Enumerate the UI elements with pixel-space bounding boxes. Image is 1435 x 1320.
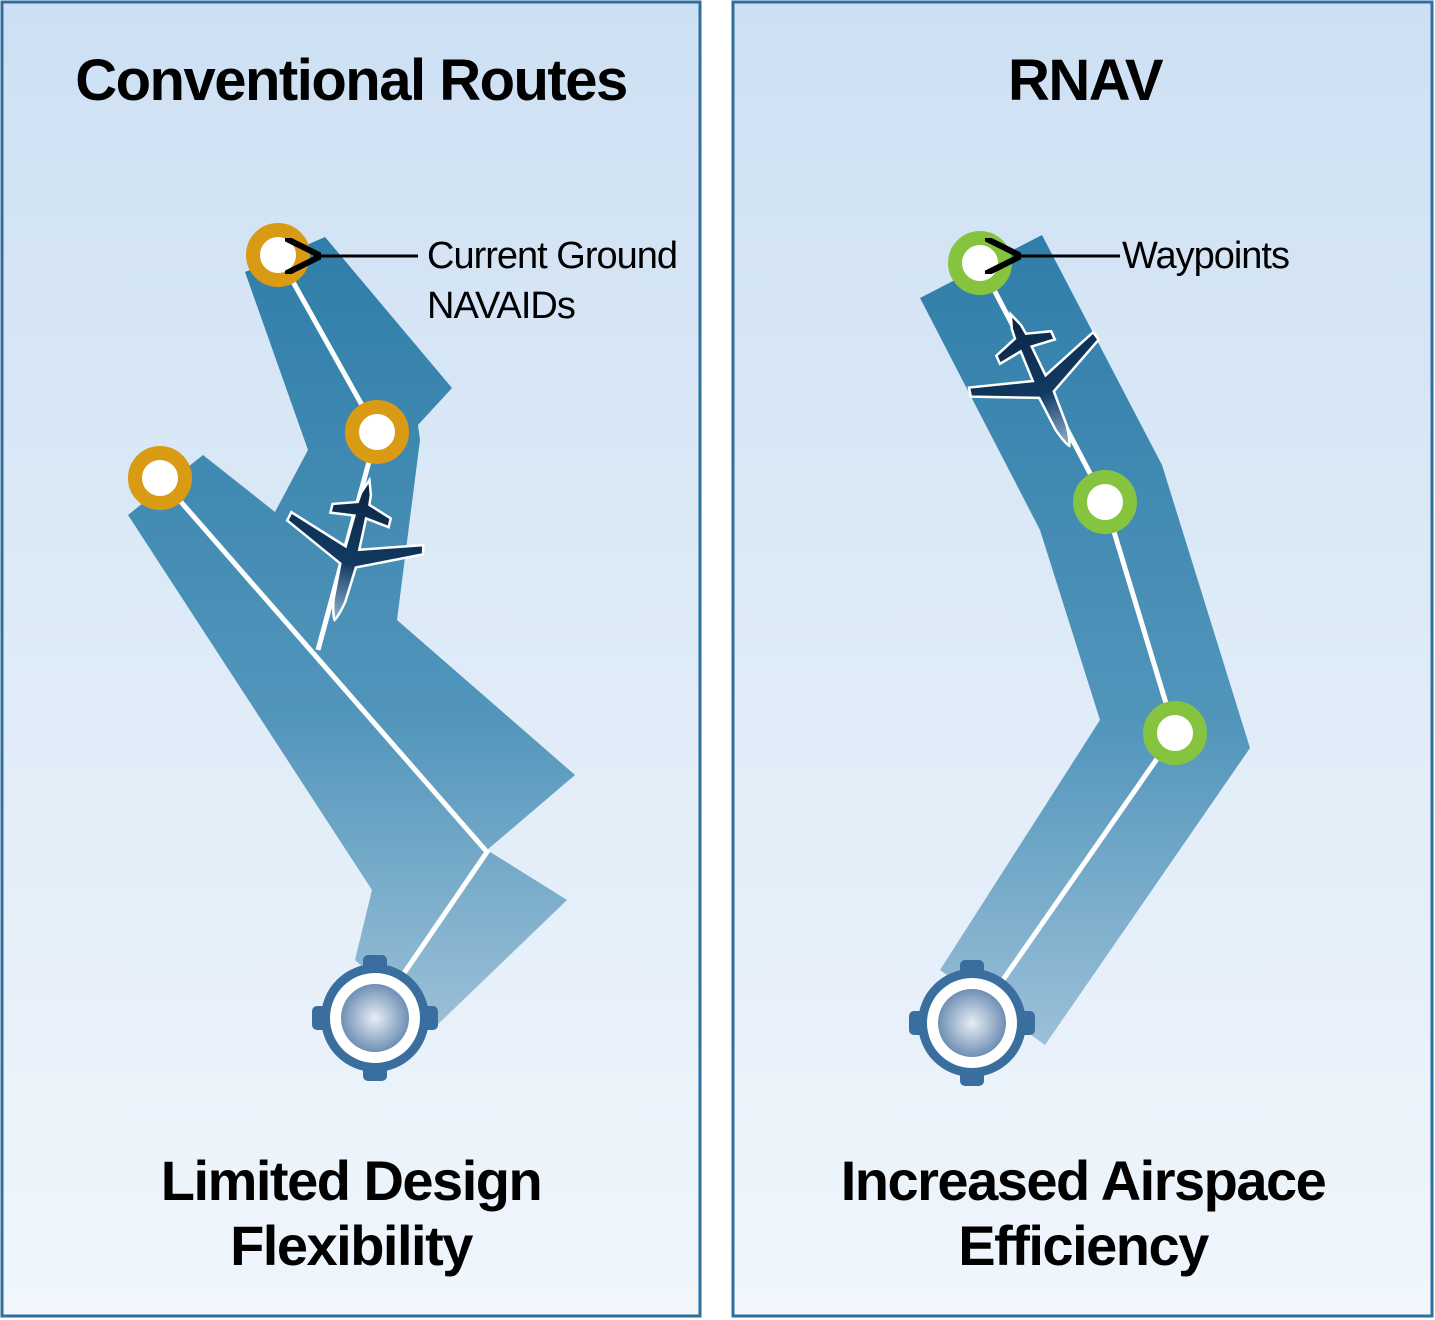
panel-caption-line2: Flexibility	[230, 1214, 473, 1277]
waypoint-marker	[1073, 470, 1137, 534]
route-corridor	[128, 237, 575, 1030]
rnav-panel: RNAV Waypoints Increased Airspace Effici…	[731, 0, 1434, 1318]
waypoint-marker	[948, 231, 1012, 295]
panel-title: Conventional Routes	[75, 48, 627, 113]
navaid-marker	[246, 223, 310, 287]
route-centerline	[158, 476, 491, 1022]
waypoint-annotation: Waypoints	[1122, 235, 1289, 277]
navaid-annotation-line2: NAVAIDs	[427, 285, 575, 327]
panel-title: RNAV	[1008, 48, 1164, 113]
navaid-marker	[128, 446, 192, 510]
route-corridor	[920, 235, 1250, 1045]
navaid-annotation-line1: Current Ground	[427, 235, 677, 277]
panel-caption-line1: Limited Design	[161, 1149, 541, 1212]
waypoint-marker	[1143, 701, 1207, 765]
panel-caption-line1: Increased Airspace	[841, 1149, 1326, 1212]
conventional-routes-panel: Conventional Routes Current Ground NAVAI…	[0, 0, 702, 1318]
panel-caption-line2: Efficiency	[958, 1214, 1209, 1277]
navaid-marker	[345, 400, 409, 464]
